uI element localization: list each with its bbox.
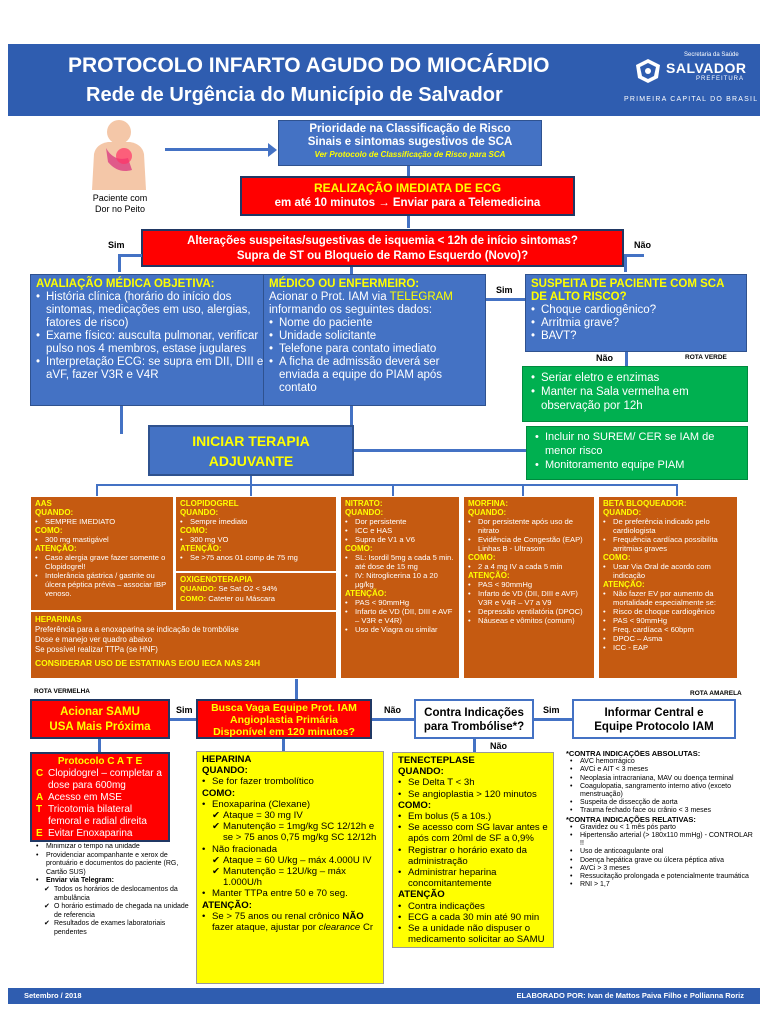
tenecteplase-box: TENECTEPLASE QUANDO: Se Delta T < 3hSe a… xyxy=(392,752,554,948)
clopidogrel-box: CLOPIDOGREL QUANDO: Sempre imediato COMO… xyxy=(175,496,337,572)
suspeita-box: SUSPEITA DE PACIENTE COM SCA DE ALTO RIS… xyxy=(525,274,747,352)
rota-vermelha-label: ROTA VERMELHA xyxy=(34,688,90,695)
check-icon: ✔ xyxy=(212,854,221,866)
priority-box: Prioridade na Classificação de Risco Sin… xyxy=(278,120,542,166)
heparina-box: HEPARINA QUANDO: Se for fazer trombolíti… xyxy=(196,751,384,984)
oxigenoterapia-box: OXIGENOTERAPIA QUANDO: Se Sat O2 < 94% C… xyxy=(175,572,337,611)
salvador-logo: Secretaria da Saúde SALVADOR PREFEITURA … xyxy=(624,52,759,103)
heparinas-box: HEPARINAS Preferência para a enoxaparina… xyxy=(30,611,337,679)
check-icon: ✔ xyxy=(44,903,50,911)
check-icon: ✔ xyxy=(44,920,50,928)
rota-verde-label: ROTA VERDE xyxy=(685,354,727,361)
busca-vaga-box: Busca Vaga Equipe Prot. IAM Angioplastia… xyxy=(196,699,372,739)
check-icon: ✔ xyxy=(212,866,221,878)
footer-author: ELABORADO POR: Ivan de Mattos Paiva Filh… xyxy=(516,991,744,1000)
ecg-box: REALIZAÇÃO IMEDIATA DE ECG em até 10 min… xyxy=(240,176,575,216)
morfina-box: MORFINA: QUANDO: Dor persistente após us… xyxy=(463,496,595,679)
beta-bloqueador-box: BETA BLOQUEADOR: QUANDO: De preferência … xyxy=(598,496,738,679)
contraindicacoes-list: *CONTRA INDICAÇÕES ABSOLUTAS: AVC hemorr… xyxy=(566,750,756,986)
alteracoes-box: Alterações suspeitas/sugestivas de isque… xyxy=(141,229,624,267)
sim-label: Sim xyxy=(108,240,125,250)
check-icon: ✔ xyxy=(44,885,50,893)
page-subtitle: Rede de Urgência do Município de Salvado… xyxy=(86,84,503,106)
page-title: PROTOCOLO INFARTO AGUDO DO MIOCÁRDIO xyxy=(68,54,550,77)
footer: Setembro / 2018 ELABORADO POR: Ivan de M… xyxy=(8,988,760,1004)
check-icon: ✔ xyxy=(212,810,221,822)
arrow xyxy=(165,148,273,151)
check-icon: ✔ xyxy=(212,821,221,833)
nitrato-box: NITRATO: QUANDO: Dor persistenteICC e HA… xyxy=(340,496,460,679)
notes-list: Minimizar o tempo na unidade Providencia… xyxy=(32,843,192,983)
aas-box: AAS QUANDO: SEMPRE IMEDIATO COMO: 300 mg… xyxy=(30,496,174,611)
emblem-icon xyxy=(636,59,660,83)
iniciar-terapia-box: INICIAR TERAPIA ADJUVANTE xyxy=(148,425,354,476)
header-banner: PROTOCOLO INFARTO AGUDO DO MIOCÁRDIO Red… xyxy=(8,44,760,116)
medico-box: MÉDICO OU ENFERMEIRO: Acionar o Prot. IA… xyxy=(263,274,486,406)
samu-box: Acionar SAMU USA Mais Próxima xyxy=(30,699,170,739)
footer-date: Setembro / 2018 xyxy=(24,991,82,1000)
surem-box: Incluir no SUREM/ CER se IAM de menor ri… xyxy=(526,426,748,480)
avaliacao-box: AVALIAÇÃO MÉDICA OBJETIVA: História clín… xyxy=(30,274,272,406)
patient-caption: Paciente com Dor no Peito xyxy=(92,193,148,214)
informar-central-box: Informar Central e Equipe Protocolo IAM xyxy=(572,699,736,739)
contra-indicacoes-box: Contra Indicações para Trombólise*? xyxy=(414,699,534,739)
patient-chest-pain-icon xyxy=(92,120,146,190)
rota-amarela-label: ROTA AMARELA xyxy=(690,690,742,697)
nao-label: Não xyxy=(634,240,652,250)
seriar-box: Seriar eletro e enzimas Manter na Sala v… xyxy=(522,366,748,422)
